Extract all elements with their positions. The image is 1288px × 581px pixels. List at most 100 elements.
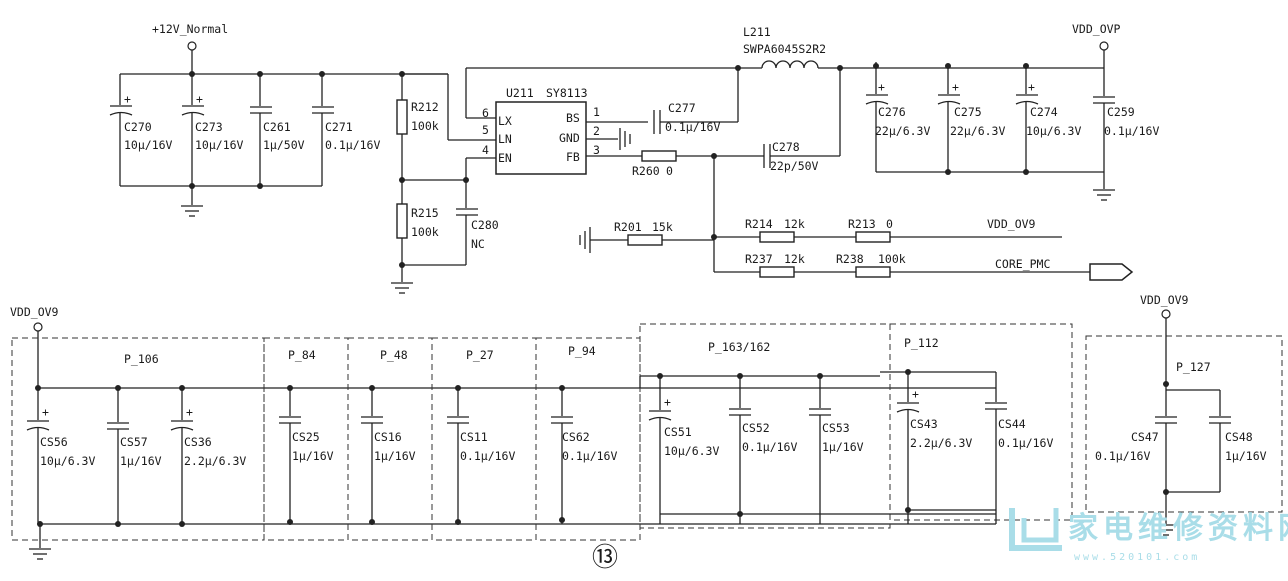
svg-text:1μ/16V: 1μ/16V	[120, 454, 162, 468]
group-label-p48: P_48	[380, 348, 408, 362]
svg-text:SY8113: SY8113	[546, 86, 588, 100]
svg-text:R214: R214	[745, 217, 773, 231]
svg-text:R237: R237	[745, 252, 773, 266]
group-label-p94: P_94	[568, 344, 596, 358]
svg-text:CS53: CS53	[822, 421, 850, 435]
decoupling-group-p127: VDD_OV9 P_127 CS47 0.1μ/16V CS48 1μ/16V	[1085, 293, 1283, 536]
svg-text:CS11: CS11	[460, 430, 488, 444]
svg-text:CS62: CS62	[562, 430, 590, 444]
inductor-l211: L211 SWPA6045S2R2	[743, 25, 1104, 69]
svg-text:CS16: CS16	[374, 430, 402, 444]
svg-text:CS44: CS44	[998, 417, 1026, 431]
watermark: 家电维修资料网 www.520101.com	[1009, 508, 1288, 563]
svg-text:C273: C273	[195, 120, 223, 134]
resistor-r214: R214 12k	[745, 217, 805, 243]
capacitor-cs52: CS52 0.1μ/16V	[729, 376, 797, 524]
capacitor-c280: C280 NC	[456, 180, 499, 265]
svg-text:1μ/16V: 1μ/16V	[292, 449, 334, 463]
svg-text:1μ/16V: 1μ/16V	[822, 440, 864, 454]
svg-text:22μ/6.3V: 22μ/6.3V	[875, 124, 930, 138]
resistor-r237: R237 12k	[745, 252, 805, 278]
svg-text:2.2μ/6.3V: 2.2μ/6.3V	[184, 454, 246, 468]
svg-text:0.1μ/16V: 0.1μ/16V	[460, 449, 515, 463]
svg-text:EN: EN	[498, 151, 512, 165]
svg-text:C276: C276	[878, 105, 906, 119]
svg-text:0.1μ/16V: 0.1μ/16V	[325, 138, 380, 152]
svg-text:+: +	[664, 395, 671, 409]
capacitor-cs57: CS57 1μ/16V	[107, 388, 162, 524]
capacitor-c273: + C273 10μ/16V	[181, 74, 244, 186]
group-label-p27: P_27	[466, 348, 494, 362]
svg-text:C278: C278	[772, 140, 800, 154]
ground-symbol	[29, 548, 51, 560]
capacitor-cs25: CS25 1μ/16V	[279, 388, 334, 524]
svg-text:0.1μ/16V: 0.1μ/16V	[998, 436, 1053, 450]
svg-text:L211: L211	[743, 25, 771, 39]
svg-text:U211: U211	[506, 86, 534, 100]
figure-number: ⑬	[592, 543, 618, 573]
group-box-p127	[1085, 335, 1283, 513]
capacitor-cs36: + CS36 2.2μ/6.3V	[170, 388, 246, 524]
capacitor-c270: + C270 10μ/16V	[109, 74, 173, 186]
off-page-connector-arrow	[1089, 263, 1134, 281]
svg-text:10μ/6.3V: 10μ/6.3V	[1026, 124, 1081, 138]
svg-text:C275: C275	[954, 105, 982, 119]
svg-text:2: 2	[593, 124, 600, 138]
svg-text:4: 4	[482, 143, 489, 157]
svg-text:C274: C274	[1030, 105, 1058, 119]
svg-text:CS51: CS51	[664, 425, 692, 439]
capacitor-cs43: + CS43 2.2μ/6.3V	[896, 372, 972, 524]
svg-text:10μ/16V: 10μ/16V	[124, 138, 173, 152]
svg-text:22μ/6.3V: 22μ/6.3V	[950, 124, 1005, 138]
ground-symbol	[1155, 524, 1177, 536]
net-vdd-ovp-label: VDD_OVP	[1072, 22, 1121, 36]
svg-text:R201: R201	[614, 220, 642, 234]
svg-text:+: +	[124, 92, 131, 106]
svg-text:CS56: CS56	[40, 435, 68, 449]
svg-text:100k: 100k	[411, 225, 439, 239]
svg-text:C277: C277	[668, 101, 696, 115]
ground-symbol	[391, 282, 413, 294]
svg-text:CS48: CS48	[1225, 430, 1253, 444]
svg-text:CS52: CS52	[742, 421, 770, 435]
svg-text:+: +	[42, 405, 49, 419]
svg-text:C280: C280	[471, 218, 499, 232]
svg-text:CS47: CS47	[1131, 430, 1159, 444]
capacitor-c274: + C274 10μ/6.3V	[1015, 66, 1081, 172]
decoupling-bank: VDD_OV9 P_106 P_84 P_48 P_27 P_94 P_163/…	[10, 305, 1073, 560]
group-label-p106: P_106	[124, 352, 159, 366]
net-vdd-ov9-label: VDD_OV9	[1140, 293, 1189, 307]
svg-text:+: +	[878, 80, 885, 94]
svg-text:1μ/50V: 1μ/50V	[263, 138, 305, 152]
chassis-ground-symbol	[619, 128, 631, 150]
resistor-r212: R212 100k	[396, 74, 439, 180]
svg-text:0.1μ/16V: 0.1μ/16V	[665, 120, 720, 134]
svg-text:+: +	[196, 92, 203, 106]
terminal-vdd-ovp	[1099, 41, 1109, 51]
capacitor-cs53: CS53 1μ/16V	[809, 376, 864, 524]
svg-text:家电维修资料网: 家电维修资料网	[1068, 511, 1288, 546]
svg-text:C259: C259	[1107, 105, 1135, 119]
capacitor-c261: C261 1μ/50V	[250, 74, 305, 186]
svg-text:+: +	[952, 80, 959, 94]
svg-text:CS43: CS43	[910, 417, 938, 431]
svg-text:2.2μ/6.3V: 2.2μ/6.3V	[910, 436, 972, 450]
svg-text:BS: BS	[566, 111, 580, 125]
svg-text:6: 6	[482, 106, 489, 120]
capacitor-c277: C277 0.1μ/16V	[653, 65, 741, 134]
net-12v-label: +12V_Normal	[152, 22, 228, 36]
chassis-ground-symbol	[579, 227, 591, 253]
group-label-p163-162: P_163/162	[708, 340, 770, 354]
feedback-network: R201 15k R214 12k R213 0 VDD_OV9 R237 12…	[579, 156, 1134, 281]
ground-symbol	[181, 205, 203, 217]
svg-text:+: +	[912, 387, 919, 401]
svg-text:+: +	[186, 405, 193, 419]
svg-text:1μ/16V: 1μ/16V	[374, 449, 416, 463]
output-section: VDD_OVP + C276 22μ/6.3V + C275 22μ/6.3V	[865, 22, 1159, 201]
capacitor-c276: + C276 22μ/6.3V	[865, 66, 930, 172]
capacitor-cs11: CS11 0.1μ/16V	[447, 388, 515, 524]
capacitor-cs44: CS44 0.1μ/16V	[985, 372, 1053, 524]
resistor-r238: R238 100k	[836, 252, 906, 278]
svg-text:R213: R213	[848, 217, 876, 231]
